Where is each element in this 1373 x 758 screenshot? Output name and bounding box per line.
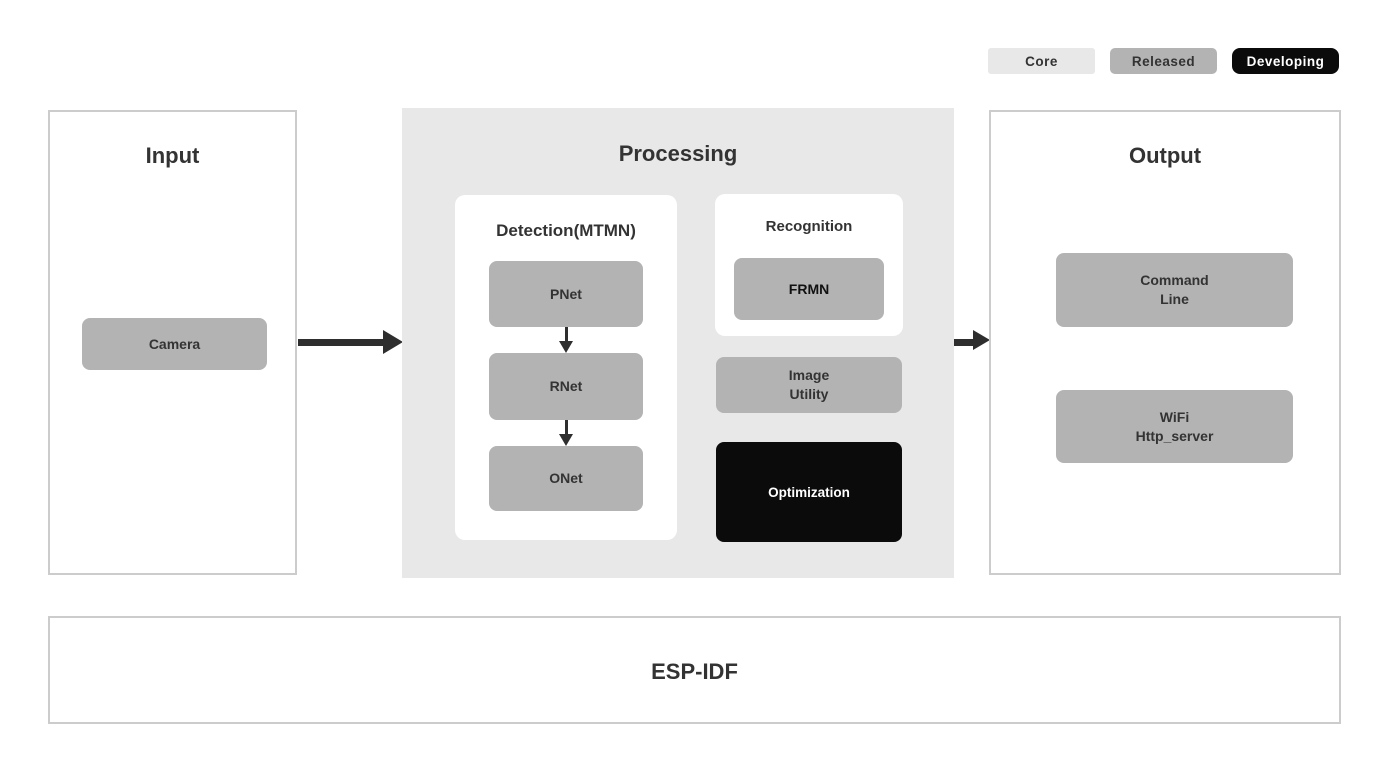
legend-released-chip: Released	[1110, 48, 1217, 74]
node-command-line: Command Line	[1056, 253, 1293, 327]
processing-panel: Processing Detection(MTMN) PNet RNet ONe…	[402, 108, 954, 578]
recognition-subpanel-title: Recognition	[765, 218, 853, 235]
output-panel-title: Output	[1128, 143, 1202, 168]
node-wifi-line1: WiFi	[1159, 408, 1190, 425]
legend-core-chip: Core	[988, 48, 1095, 74]
espidf-panel-title: ESP-IDF	[651, 659, 738, 684]
arrow-head	[383, 330, 403, 354]
node-wifi-http-server: WiFi Http_server	[1056, 390, 1293, 463]
node-image-utility-line2: Utility	[789, 386, 829, 402]
arrow-head	[559, 434, 573, 446]
espidf-panel: ESP-IDF	[48, 616, 1341, 724]
processing-panel-title: Processing	[618, 141, 738, 166]
node-pnet: PNet	[489, 261, 643, 327]
input-panel-title: Input	[145, 143, 200, 168]
legend: Core Released Developing	[988, 48, 1339, 74]
arrow-shaft	[564, 420, 568, 434]
node-image-utility: Image Utility	[716, 357, 902, 413]
input-panel: Input Camera	[48, 110, 297, 575]
arrow-shaft	[298, 338, 383, 346]
node-optimization: Optimization	[716, 442, 902, 542]
node-command-line-line1: Command	[1140, 272, 1209, 288]
arrow-shaft	[564, 327, 568, 341]
recognition-subpanel: Recognition FRMN	[715, 194, 903, 336]
legend-developing-chip: Developing	[1232, 48, 1339, 74]
output-panel: Output Command Line WiFi Http_server	[989, 110, 1341, 575]
detection-subpanel-title: Detection(MTMN)	[496, 221, 636, 240]
node-command-line-line2: Line	[1160, 291, 1189, 307]
node-frmn: FRMN	[734, 258, 884, 320]
node-image-utility-line1: Image	[788, 367, 830, 383]
detection-subpanel: Detection(MTMN) PNet RNet ONet	[455, 195, 677, 540]
node-wifi-line2: Http_server	[1135, 427, 1214, 444]
node-camera: Camera	[82, 318, 267, 370]
node-onet: ONet	[489, 446, 643, 511]
node-rnet: RNet	[489, 353, 643, 420]
arrow-head	[559, 341, 573, 353]
arrow-shaft	[954, 338, 973, 346]
arrow-head	[973, 330, 990, 350]
